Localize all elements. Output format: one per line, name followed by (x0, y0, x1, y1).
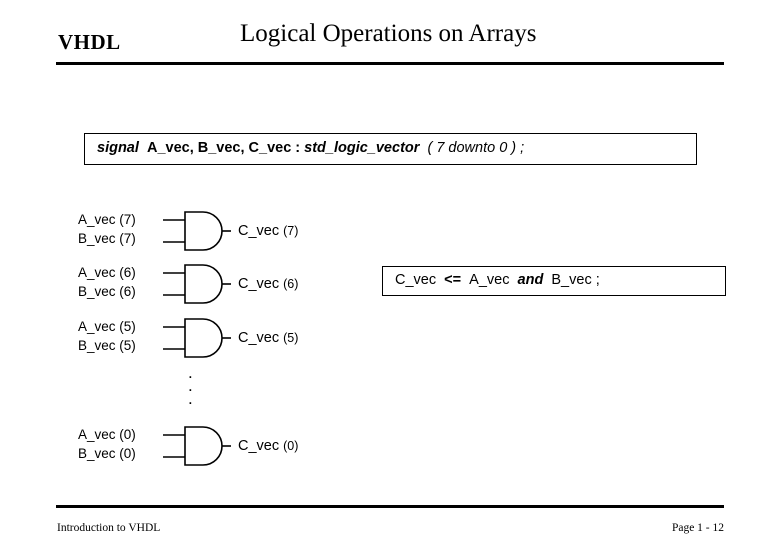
gate-inputs: A_vec (7) B_vec (7) (78, 210, 136, 248)
assignment-operand-a: A_vec (469, 272, 510, 288)
gate-inputs: A_vec (5) B_vec (5) (78, 317, 136, 355)
slide-topic-label: VHDL (58, 30, 121, 54)
ellipsis-dot: . (188, 363, 193, 382)
footer-left-text: Introduction to VHDL (57, 522, 161, 534)
and-gate-icon (163, 424, 231, 468)
gate-inputs: A_vec (6) B_vec (6) (78, 263, 136, 301)
signal-declaration-text: signal A_vec, B_vec, C_vec : std_logic_v… (97, 140, 524, 156)
declaration-keyword: signal (97, 140, 139, 156)
gate-output-name: C_vec (238, 330, 280, 346)
gate-output-index: (6) (283, 277, 299, 291)
vertical-ellipsis: . . . (188, 363, 193, 408)
footer-divider (56, 505, 724, 508)
gate-output-index: (0) (283, 439, 299, 453)
gate-input-a: A_vec (6) (78, 265, 136, 280)
ellipsis-dot: . (188, 389, 193, 408)
gate-output-label: C_vec (5) (238, 330, 298, 346)
gate-input-b: B_vec (0) (78, 446, 136, 461)
gate-input-b: B_vec (5) (78, 338, 136, 353)
gate-output-label: C_vec (7) (238, 223, 298, 239)
signal-declaration-box: signal A_vec, B_vec, C_vec : std_logic_v… (84, 133, 697, 165)
assignment-statement-text: C_vec <= A_vec and B_vec ; (395, 272, 600, 288)
gate-output-name: C_vec (238, 223, 280, 239)
declaration-range: ( 7 downto 0 ) ; (427, 140, 525, 156)
gate-output-name: C_vec (238, 438, 280, 454)
gate-input-b: B_vec (6) (78, 284, 136, 299)
assignment-keyword: and (517, 272, 544, 288)
assignment-operator: <= (444, 272, 462, 288)
gate-input-a: A_vec (0) (78, 427, 136, 442)
gate-input-b: B_vec (7) (78, 231, 136, 246)
and-gate-icon (163, 316, 231, 360)
gate-input-a: A_vec (7) (78, 212, 136, 227)
declaration-type: std_logic_vector (304, 140, 420, 156)
gate-output-index: (7) (283, 224, 299, 238)
assignment-statement-box: C_vec <= A_vec and B_vec ; (382, 266, 726, 296)
and-gate-icon (163, 209, 231, 253)
gate-output-name: C_vec (238, 276, 280, 292)
ellipsis-dot: . (188, 376, 193, 395)
gate-inputs: A_vec (0) B_vec (0) (78, 425, 136, 463)
declaration-signals: A_vec, B_vec, C_vec : (146, 140, 301, 156)
gate-input-a: A_vec (5) (78, 319, 136, 334)
header-divider (56, 62, 724, 65)
gate-output-label: C_vec (6) (238, 276, 298, 292)
and-gate-icon (163, 262, 231, 306)
footer-page-number: Page 1 - 12 (671, 522, 724, 534)
assignment-operand-b: B_vec ; (551, 272, 600, 288)
page-title: Logical Operations on Arrays (240, 20, 537, 47)
gate-output-label: C_vec (0) (238, 438, 298, 454)
gate-output-index: (5) (283, 331, 299, 345)
assignment-target: C_vec (395, 272, 437, 288)
